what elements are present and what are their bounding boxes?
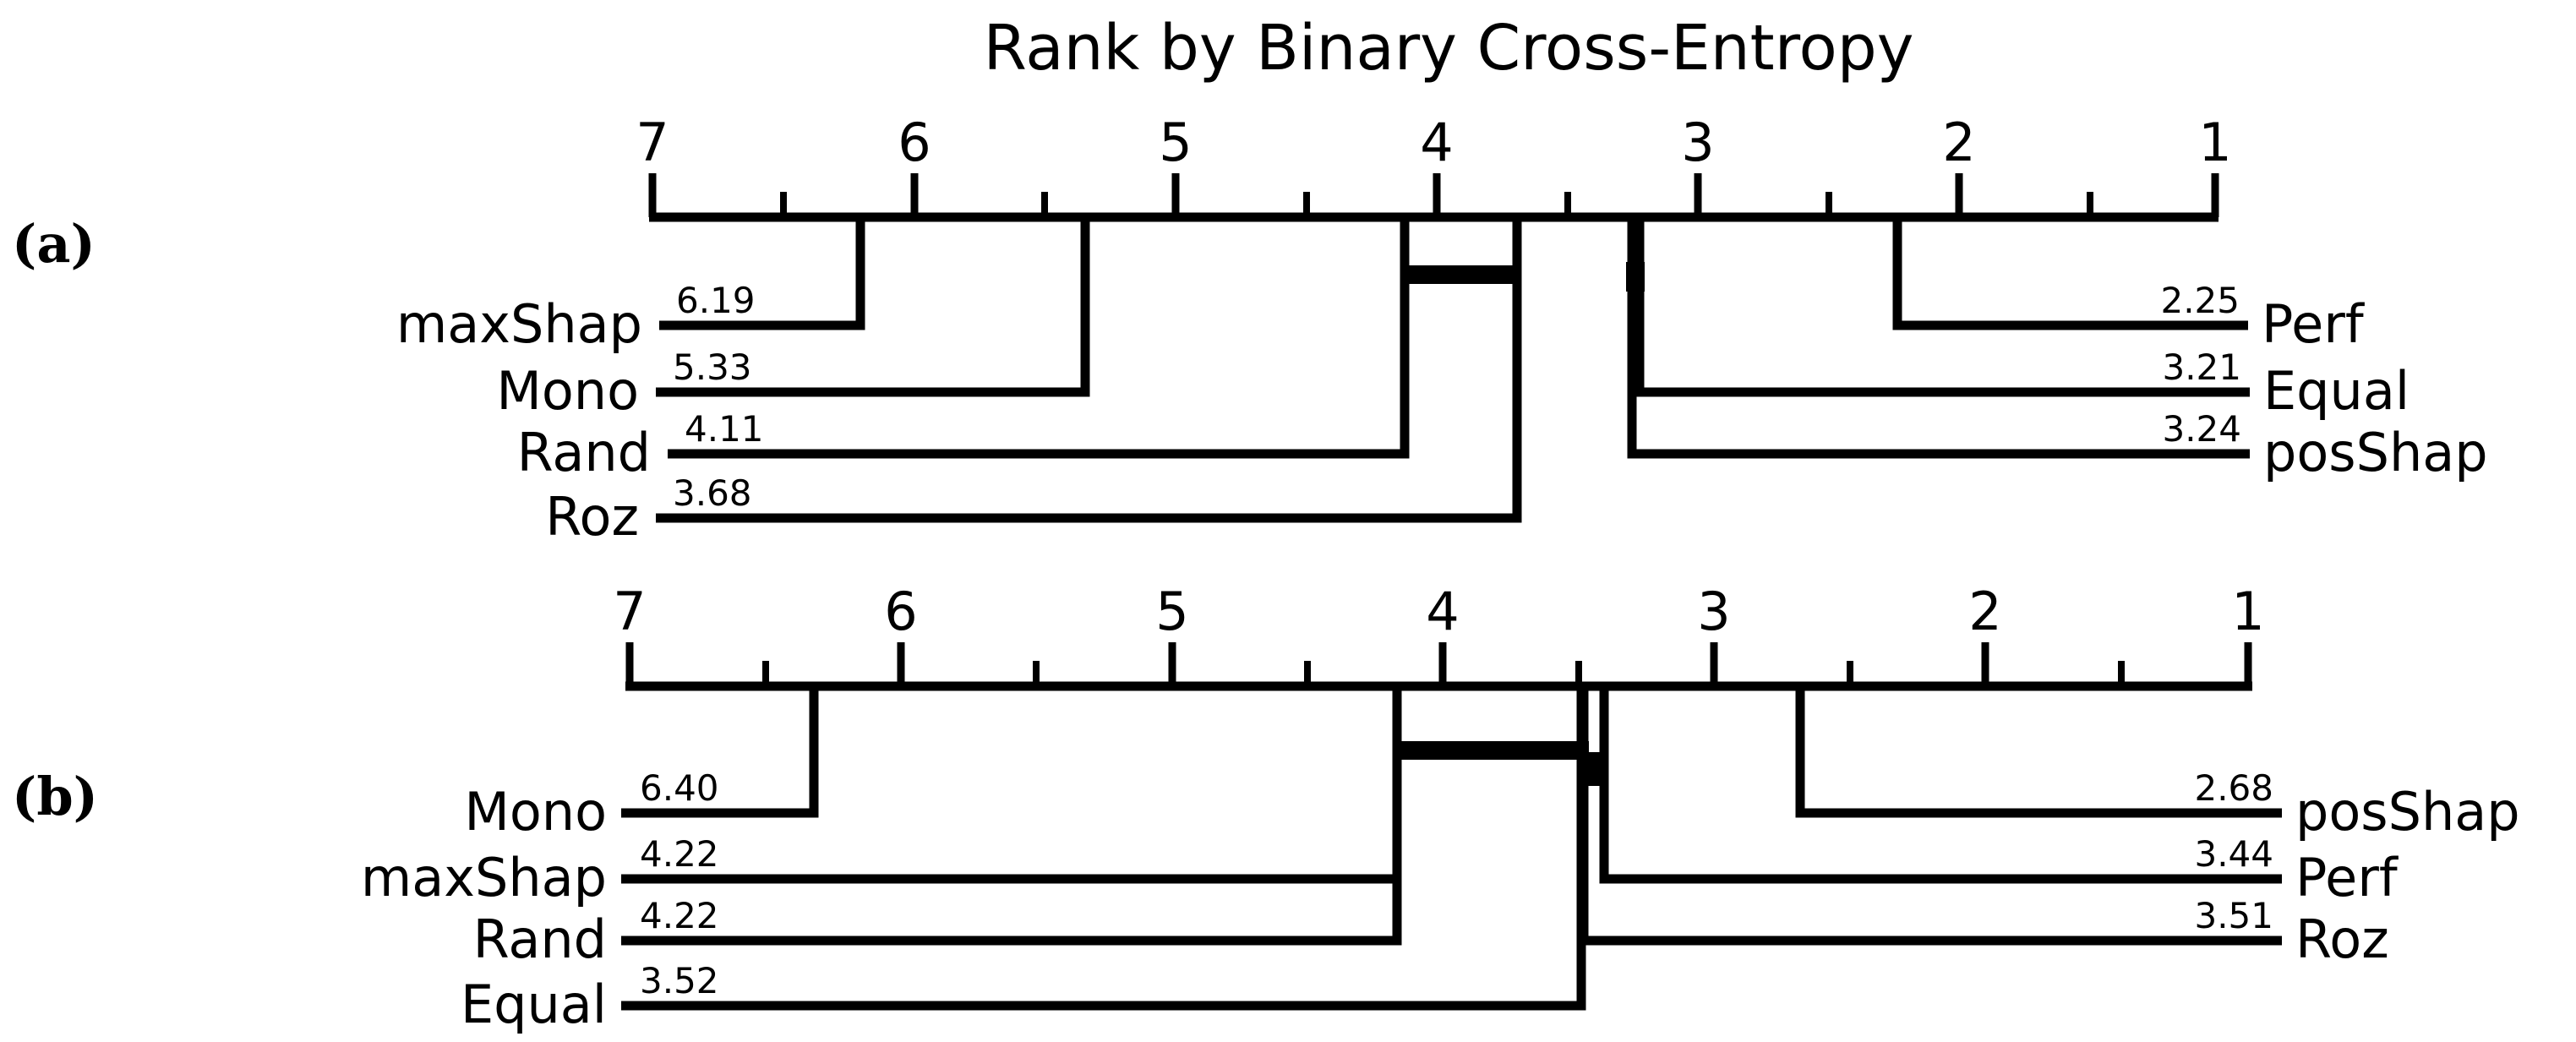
panel-a-right-value: 3.24 xyxy=(2162,408,2241,450)
panel-b-left-label: maxShap xyxy=(361,847,607,908)
panel-a-left-value: 3.68 xyxy=(673,472,752,514)
panel-a-tick-label: 3 xyxy=(1681,112,1714,173)
panel-b-left-value: 3.52 xyxy=(640,960,719,1001)
panel-b-right-connectors xyxy=(1579,686,2282,946)
panel-a-left-value: 5.33 xyxy=(673,346,752,388)
panel-a-right-value: 3.21 xyxy=(2162,346,2241,388)
panel-a-tick-label: 6 xyxy=(898,112,931,173)
panel-b-tick-label: 2 xyxy=(1968,581,2001,642)
panel-b-right-value: 3.51 xyxy=(2194,895,2273,936)
panel-a-title: Rank by Binary Cross-Entropy xyxy=(983,12,1913,85)
panel-a-left-label: maxShap xyxy=(396,293,642,355)
panel-b-right-value: 2.68 xyxy=(2194,767,2273,809)
panel-b-tick-label: 5 xyxy=(1155,581,1188,642)
panel-a-right-connectors xyxy=(1627,217,2250,459)
panel-a-tick-label: 5 xyxy=(1159,112,1192,173)
panel-b-left-label: Rand xyxy=(473,908,607,970)
panel-b-right-value: 3.44 xyxy=(2194,833,2273,875)
panel-b-major-ticks xyxy=(625,642,2252,686)
panel-b-left-value: 6.40 xyxy=(640,767,719,809)
panel-a-right-label: Perf xyxy=(2262,293,2366,355)
panel-b-left-values: 6.40 4.22 4.22 3.52 xyxy=(640,767,719,1001)
panel-a-left-values: 6.19 5.33 4.11 3.68 xyxy=(673,280,764,514)
panel-a-clique-bars xyxy=(1405,262,1645,292)
panel-a-left-value: 4.11 xyxy=(685,408,764,450)
panel-b-right-label: Roz xyxy=(2295,908,2389,970)
panel-b-minor-ticks xyxy=(762,661,2125,686)
panel-a-major-ticks xyxy=(648,173,2219,217)
panel-a-left-label: Rand xyxy=(517,422,651,483)
panel-b-right-label: posShap xyxy=(2295,781,2520,843)
panel-a-tick-label: 1 xyxy=(2198,112,2231,173)
panel-b-tick-label: 1 xyxy=(2231,581,2264,642)
panel-a-right-label: posShap xyxy=(2263,422,2488,483)
panel-b: 7 6 5 4 3 2 1 xyxy=(361,581,2520,1035)
panel-a-right-labels: Perf Equal posShap xyxy=(2262,293,2488,483)
panel-b-clique-bars xyxy=(1393,741,1603,786)
panel-b-tick-label: 6 xyxy=(884,581,917,642)
panel-a-tick-label: 2 xyxy=(1942,112,1975,173)
panel-b-left-connectors xyxy=(621,686,1586,1011)
panel-a: Rank by Binary Cross-Entropy 7 6 5 xyxy=(396,12,2488,548)
panel-b-tick-labels: 7 6 5 4 3 2 1 xyxy=(613,581,2264,642)
panel-a-minor-ticks xyxy=(780,192,2093,217)
panel-a-left-labels: maxShap Mono Rand Roz xyxy=(396,293,651,548)
panel-a-right-label: Equal xyxy=(2263,360,2410,422)
panel-b-tick-label: 4 xyxy=(1426,581,1459,642)
panel-a-left-connectors xyxy=(656,217,1522,523)
panel-a-tick-label: 7 xyxy=(636,112,669,173)
panel-a-left-label: Roz xyxy=(545,486,639,548)
panel-a-right-values: 2.25 3.21 3.24 xyxy=(2160,280,2241,450)
panel-b-left-label: Equal xyxy=(461,974,607,1035)
panel-a-left-label: Mono xyxy=(496,360,639,422)
panel-b-left-label: Mono xyxy=(464,781,607,843)
panel-b-right-labels: posShap Perf Roz xyxy=(2295,781,2520,970)
panel-b-right-values: 2.68 3.44 3.51 xyxy=(2194,767,2273,936)
panel-b-left-labels: Mono maxShap Rand Equal xyxy=(361,781,607,1035)
panel-b-tick-label: 3 xyxy=(1697,581,1730,642)
panel-b-left-value: 4.22 xyxy=(640,895,719,936)
panel-a-tick-labels: 7 6 5 4 3 2 1 xyxy=(636,112,2231,173)
panel-a-tag: (a) xyxy=(12,213,96,275)
panel-a-right-value: 2.25 xyxy=(2160,280,2240,321)
panel-b-right-label: Perf xyxy=(2295,847,2399,908)
panel-b-left-value: 4.22 xyxy=(640,833,719,875)
panel-a-tick-label: 4 xyxy=(1420,112,1453,173)
panel-a-left-value: 6.19 xyxy=(676,280,756,321)
panel-b-tag: (b) xyxy=(12,766,99,827)
panel-b-tick-label: 7 xyxy=(613,581,646,642)
